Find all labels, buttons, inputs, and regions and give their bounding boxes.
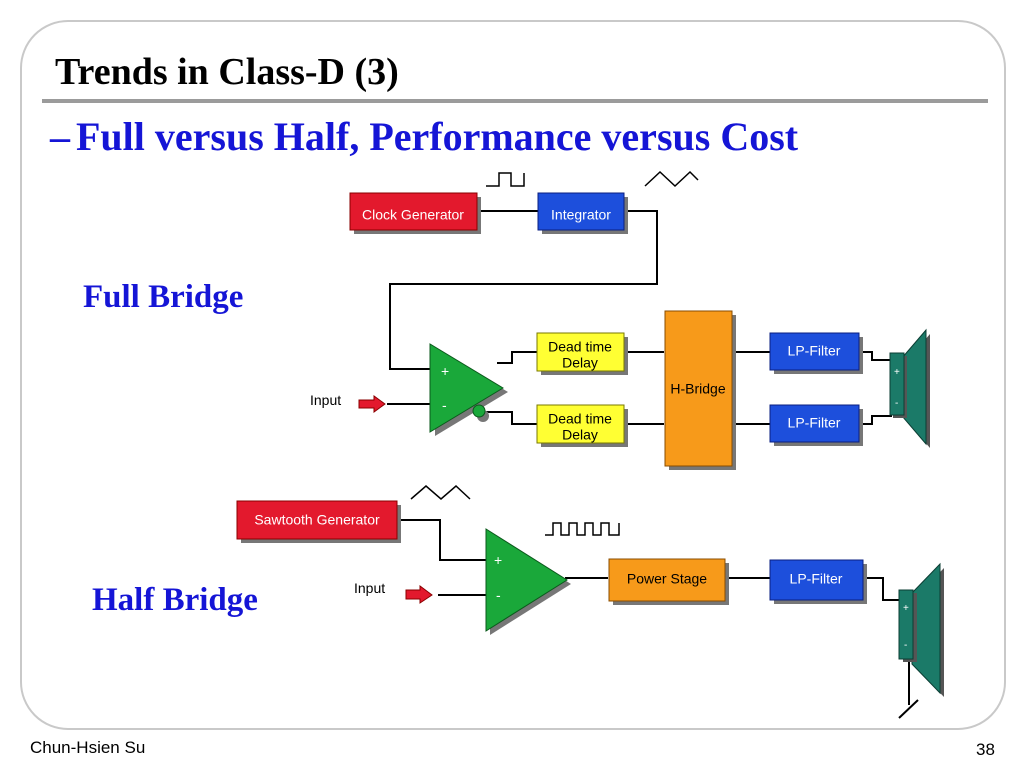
dead-time-delay-1-block: Dead time Delay xyxy=(536,332,628,375)
dead-time-delay-2-block: Dead time Delay xyxy=(536,404,628,447)
lp-filter-full-2-label: LP-Filter xyxy=(788,415,841,431)
slide-bullet: –Full versus Half, Performance versus Co… xyxy=(50,113,798,160)
integrator-block: Integrator xyxy=(537,192,628,234)
svg-text:-: - xyxy=(904,640,907,651)
comparator-full-bridge: + - xyxy=(429,343,508,436)
comparator-full-minus: - xyxy=(442,397,447,413)
half-bridge-triangle-wave-icon xyxy=(410,484,471,500)
half-bridge-wires xyxy=(398,519,919,719)
clock-generator-label: Clock Generator xyxy=(362,207,464,223)
square-wave-icon xyxy=(486,172,525,187)
comparator-full-plus: + xyxy=(441,363,449,379)
half-bridge-input-label: Input xyxy=(354,580,385,596)
comparator-half-minus: - xyxy=(496,587,501,603)
clock-generator-block: Clock Generator xyxy=(349,192,481,234)
bullet-text: Full versus Half, Performance versus Cos… xyxy=(76,114,799,159)
author-footer: Chun-Hsien Su xyxy=(30,738,146,757)
comparator-half-bridge: + - xyxy=(485,528,571,635)
slide-title: Trends in Class-D (3) xyxy=(55,51,399,93)
full-bridge-wires xyxy=(387,210,892,425)
half-bridge-pwm-wave-icon xyxy=(545,522,620,536)
h-bridge-label: H-Bridge xyxy=(670,381,725,397)
power-stage-block: Power Stage xyxy=(608,558,729,605)
page-number: 38 xyxy=(976,740,995,759)
sawtooth-generator-block: Sawtooth Generator xyxy=(236,500,401,543)
speaker-half-bridge-icon: + - xyxy=(898,562,944,697)
sawtooth-generator-label: Sawtooth Generator xyxy=(254,512,380,528)
slide-frame xyxy=(20,20,1006,730)
bullet-dash: – xyxy=(50,114,70,159)
svg-text:+: + xyxy=(894,367,900,378)
dead-time-delay-2-line2: Delay xyxy=(562,427,598,443)
full-bridge-input-label: Input xyxy=(310,392,341,408)
dead-time-delay-2-line1: Dead time xyxy=(548,411,612,427)
lp-filter-half-label: LP-Filter xyxy=(790,571,843,587)
svg-text:-: - xyxy=(895,398,898,409)
lp-filter-full-2-block: LP-Filter xyxy=(769,404,863,446)
full-bridge-label: Full Bridge xyxy=(83,279,244,315)
lp-filter-half-block: LP-Filter xyxy=(769,559,867,604)
half-bridge-label: Half Bridge xyxy=(92,582,258,618)
dead-time-delay-1-line1: Dead time xyxy=(548,339,612,355)
full-bridge-input-arrow-icon xyxy=(358,395,386,413)
svg-text:+: + xyxy=(903,603,909,614)
title-divider xyxy=(42,99,988,103)
triangle-wave-icon xyxy=(644,170,699,188)
half-bridge-input-arrow-icon xyxy=(405,585,433,604)
lp-filter-full-1-block: LP-Filter xyxy=(769,332,863,374)
speaker-full-bridge-icon: + - xyxy=(889,328,930,448)
lp-filter-full-1-label: LP-Filter xyxy=(788,343,841,359)
integrator-label: Integrator xyxy=(551,207,611,223)
h-bridge-block: H-Bridge xyxy=(664,310,736,470)
power-stage-label: Power Stage xyxy=(627,571,707,587)
comparator-half-plus: + xyxy=(494,552,502,568)
dead-time-delay-1-line2: Delay xyxy=(562,355,598,371)
